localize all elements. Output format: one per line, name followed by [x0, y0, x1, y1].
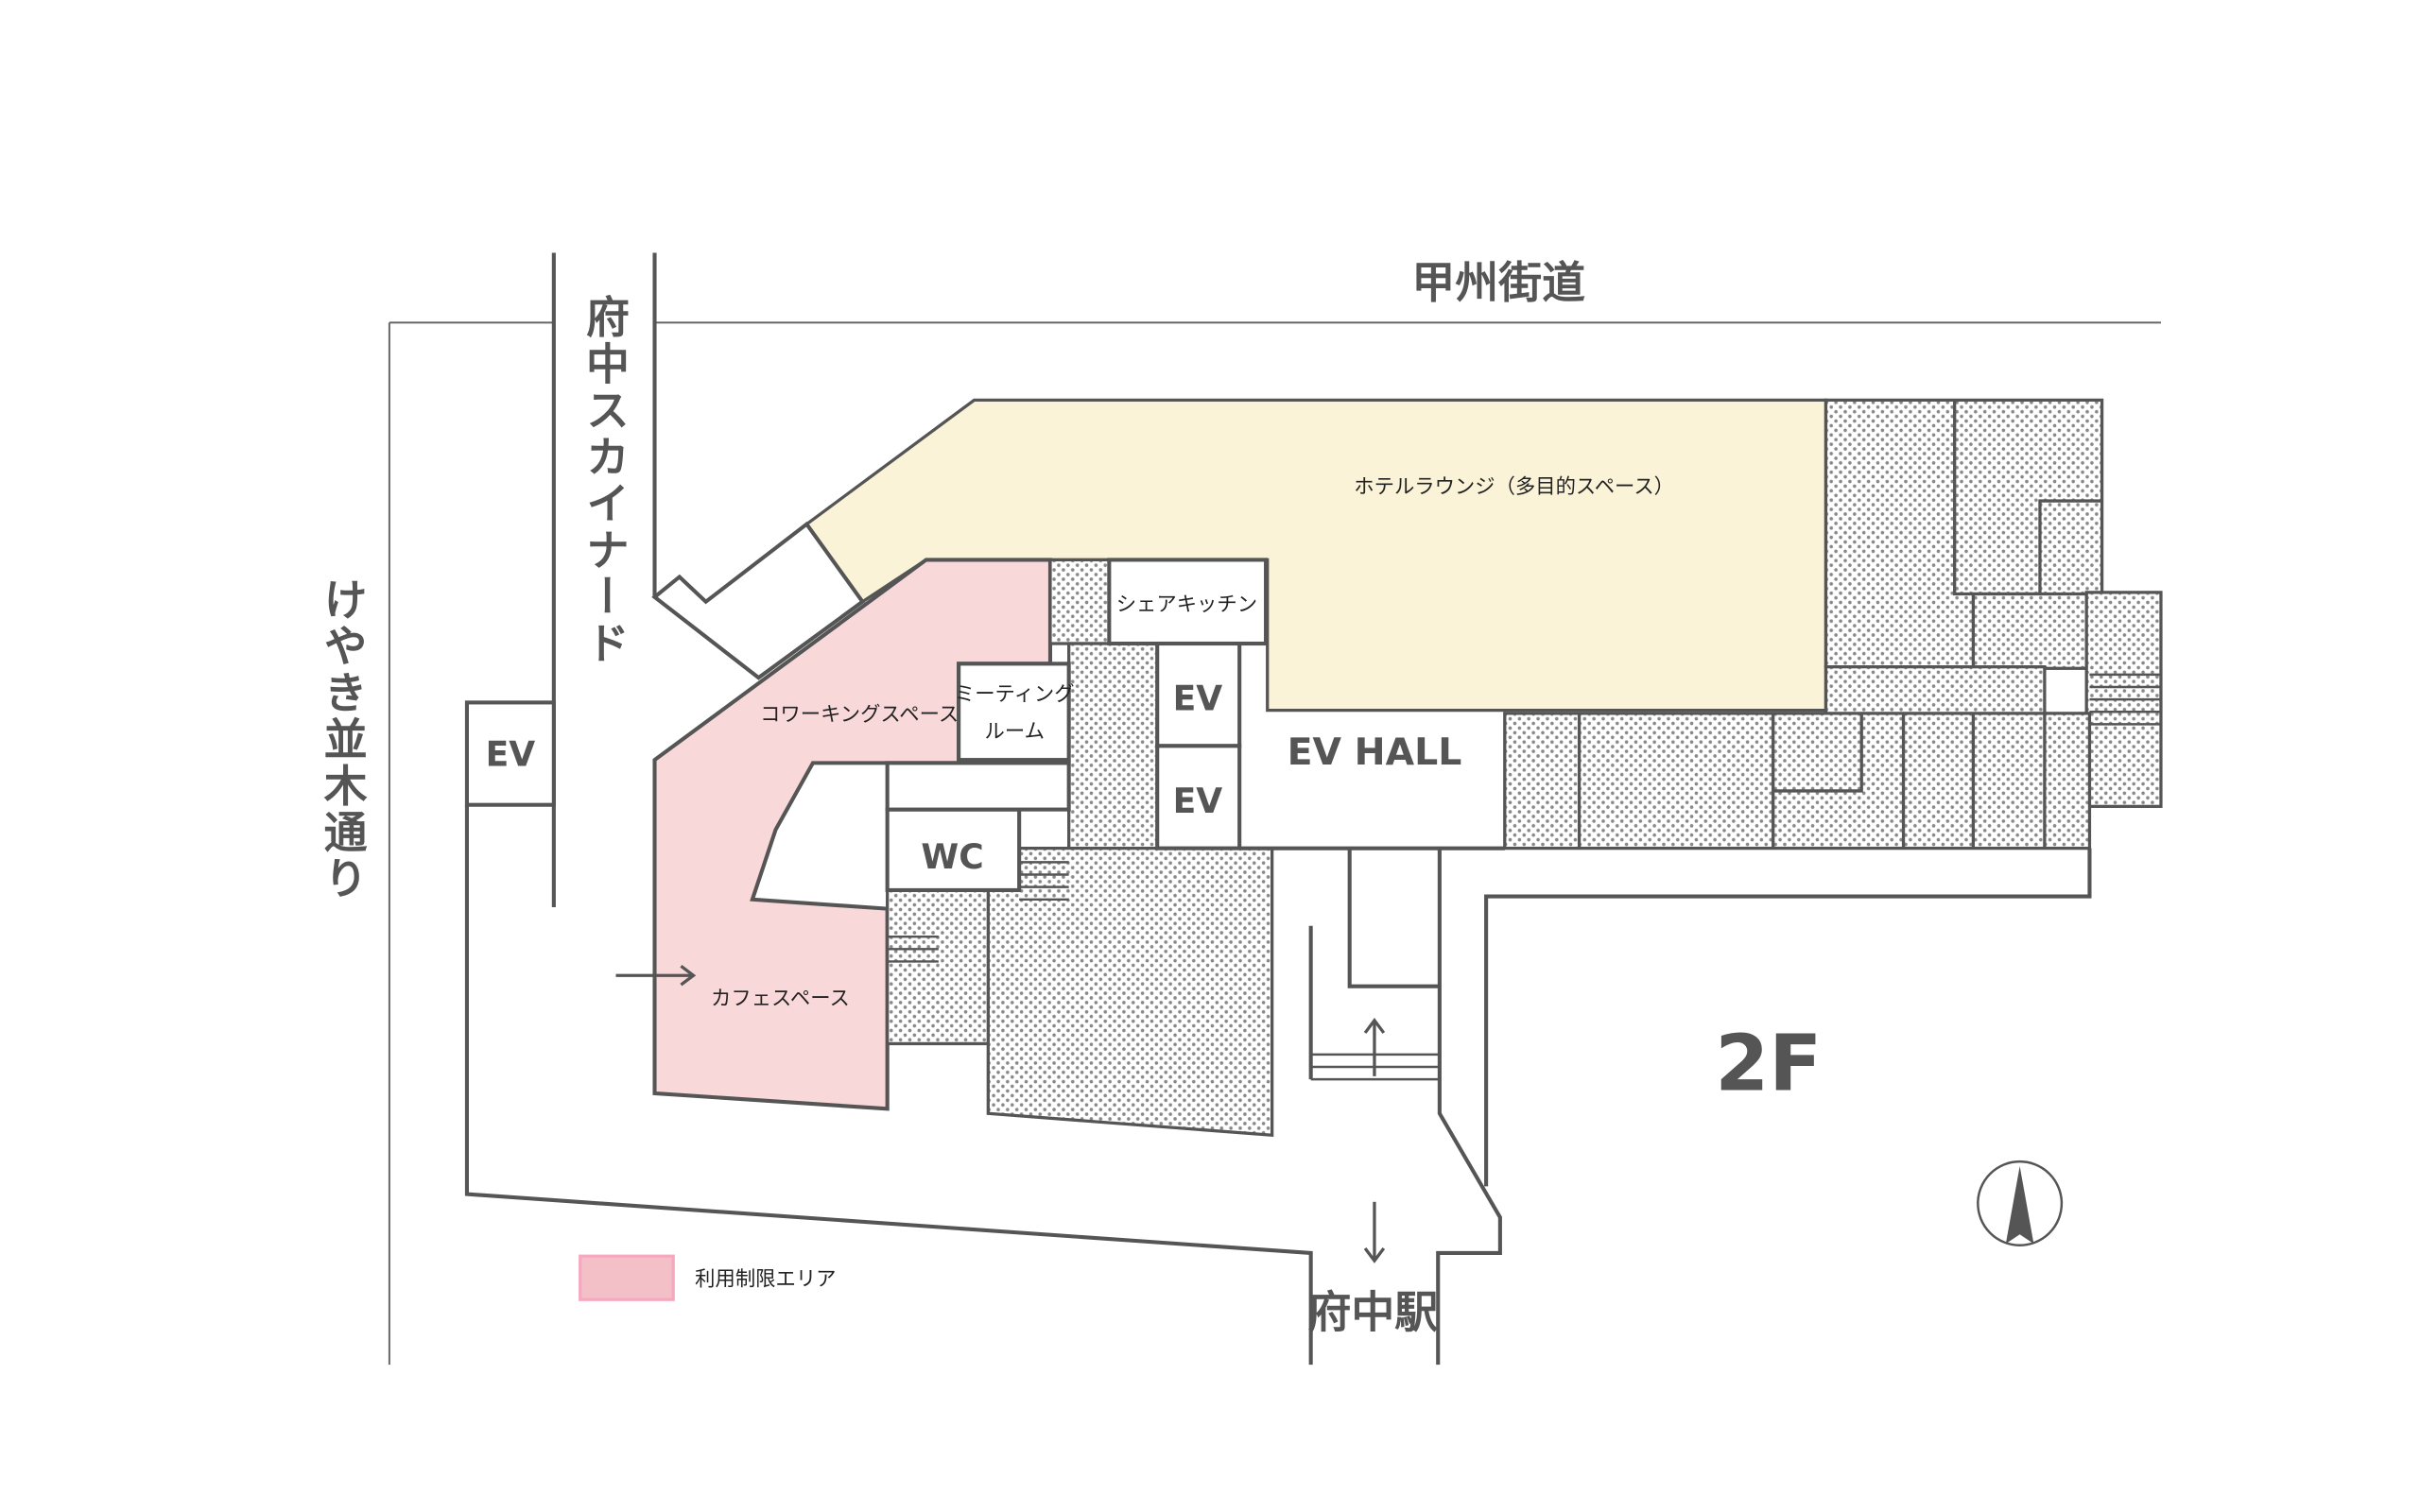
ev-label-1: EV [1173, 679, 1223, 719]
meeting-room-label-1: ミーティング [955, 683, 1075, 707]
lounge-label: ホテルラウンジ（多目的スペース） [1354, 475, 1674, 499]
corridor-walls [464, 804, 2092, 1366]
share-kitchen-label: シェアキッチン [1116, 593, 1257, 617]
down-arrow-icon [1363, 1201, 1386, 1263]
road-label-skyway: 府中スカイナード [579, 295, 631, 667]
arrows [615, 965, 1386, 1263]
north-compass-icon [1977, 1160, 2064, 1246]
ev-label-2: EV [1173, 781, 1223, 821]
legend-label: 利用制限エリア [695, 1267, 836, 1291]
legend-swatch [579, 1254, 675, 1301]
road-label-west: けやき並木通り [318, 576, 369, 902]
hotel-lounge-area[interactable] [804, 398, 1828, 713]
road-label-north: 甲州街道 [1411, 257, 1585, 308]
entrance-arrow-icon [615, 965, 697, 987]
ev-label-3: EV [486, 734, 536, 775]
station-label: 府中駅 [1307, 1287, 1438, 1338]
up-arrow-icon [1363, 1018, 1386, 1076]
ev-hall-label: EV HALL [1288, 730, 1462, 774]
cafe-label: カフェスペース [711, 987, 850, 1010]
wc-label: WC [921, 836, 983, 877]
coworking-label: コワーキングスペース [760, 703, 959, 727]
floor-label: 2F [1715, 1020, 1822, 1109]
rooms [464, 521, 1269, 892]
meeting-room-label-2: ルーム [985, 720, 1045, 744]
service-areas [886, 398, 2163, 1138]
legend: 利用制限エリア [579, 1254, 836, 1301]
